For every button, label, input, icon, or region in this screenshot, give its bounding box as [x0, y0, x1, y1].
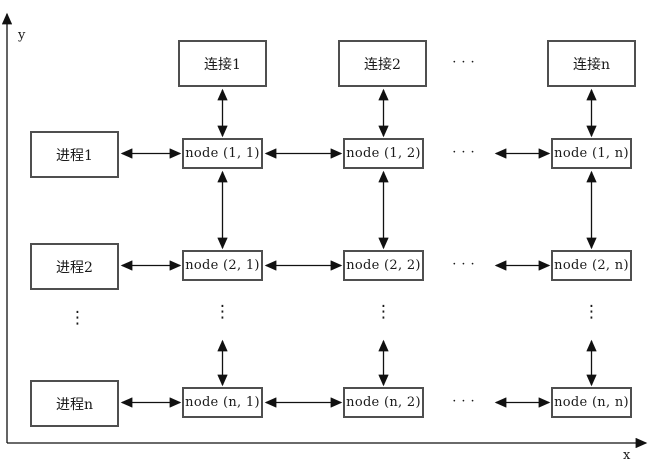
process-box-2-label: 进程2	[56, 259, 93, 276]
process-box-2: 进程2	[30, 243, 119, 290]
connection-box-n: 连接n	[547, 40, 636, 87]
x-axis-label: x	[623, 448, 631, 463]
ellipsis-h-node-row-2: ···	[452, 257, 480, 272]
connection-box-2-label: 连接2	[364, 56, 401, 73]
node-box-1-2-label: node (1, 2)	[346, 146, 421, 161]
connection-box-1: 连接1	[178, 40, 267, 87]
y-axis-label: y	[18, 28, 26, 43]
node-box-1-1: node (1, 1)	[182, 138, 263, 169]
node-box-n-1-label: node (n, 1)	[185, 395, 260, 410]
connection-box-2: 连接2	[338, 40, 427, 87]
connection-box-n-label: 连接n	[572, 56, 611, 73]
ellipsis-v-node-col-1: ⋮	[214, 302, 231, 322]
node-box-2-2-label: node (2, 2)	[346, 258, 421, 273]
process-box-n: 进程n	[30, 380, 119, 427]
node-box-n-n-label: node (n, n)	[554, 395, 629, 410]
node-box-n-n: node (n, n)	[551, 387, 632, 418]
process-box-n-label: 进程n	[55, 396, 94, 413]
node-box-1-2: node (1, 2)	[343, 138, 424, 169]
node-box-1-1-label: node (1, 1)	[185, 146, 260, 161]
node-box-n-2-label: node (n, 2)	[346, 395, 421, 410]
node-box-1-n: node (1, n)	[551, 138, 632, 169]
node-box-n-1: node (n, 1)	[182, 387, 263, 418]
node-box-2-1-label: node (2, 1)	[185, 258, 260, 273]
node-box-n-2: node (n, 2)	[343, 387, 424, 418]
node-box-2-n: node (2, n)	[551, 250, 632, 281]
node-box-1-n-label: node (1, n)	[554, 146, 629, 161]
process-box-1: 进程1	[30, 131, 119, 178]
node-box-2-n-label: node (2, n)	[554, 258, 629, 273]
node-box-2-2: node (2, 2)	[343, 250, 424, 281]
node-box-2-1: node (2, 1)	[182, 250, 263, 281]
ellipsis-h-node-row-1: ···	[452, 145, 480, 160]
ellipsis-v-process-col: ⋮	[69, 308, 86, 328]
process-box-1-label: 进程1	[56, 147, 93, 164]
ellipsis-h-connection-row: ···	[452, 55, 480, 70]
ellipsis-v-node-col-2: ⋮	[375, 302, 392, 322]
ellipsis-h-node-row-n: ···	[452, 394, 480, 409]
ellipsis-v-node-col-n: ⋮	[583, 302, 600, 322]
connection-box-1-label: 连接1	[204, 56, 241, 73]
